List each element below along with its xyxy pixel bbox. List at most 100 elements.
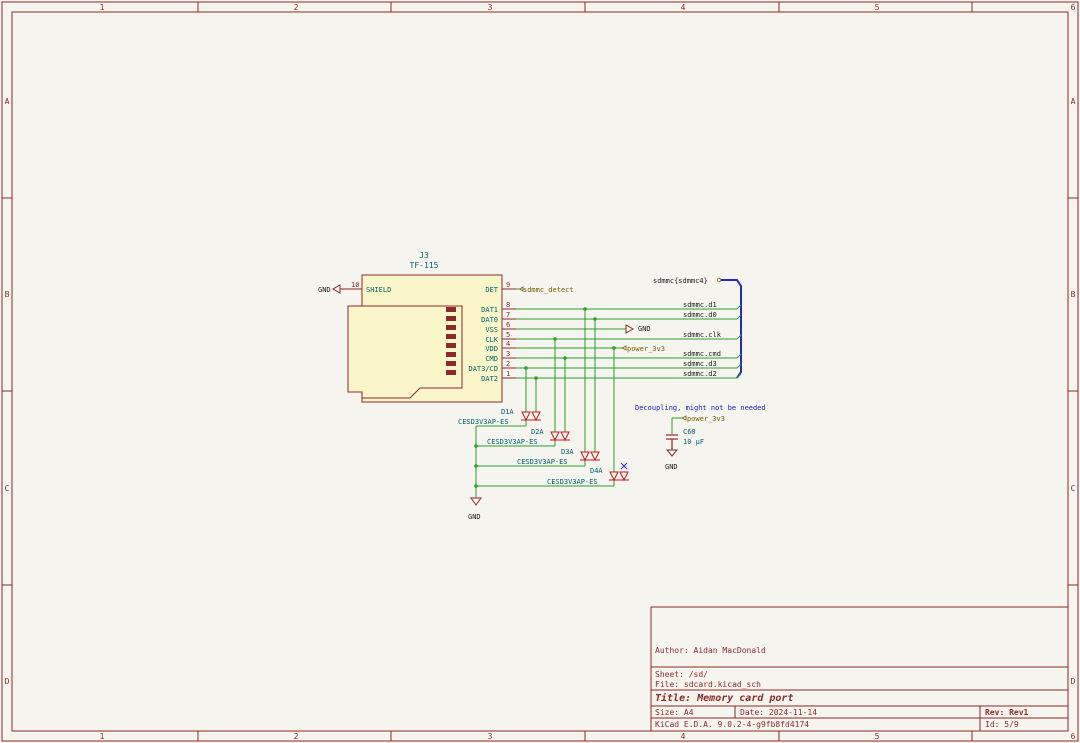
bus-entry-label: sdmmc.d0 [683,311,717,319]
pin-number: 5 [506,331,510,339]
pin-number: 3 [506,350,510,358]
col-marker-bottom: 2 [294,732,299,741]
power-3v3-label: power_3v3 [627,345,665,353]
decoupling-comment: Decoupling, might not be needed [635,404,766,412]
pin-name: CMD [485,355,498,363]
label-sdmmc-detect[interactable]: sdmmc_detect [516,286,574,294]
pin-number: 8 [506,301,510,309]
pin-name: CLK [485,336,498,344]
power-3v3-label: power_3v3 [687,415,725,423]
pin-name: DAT3/CD [468,365,498,373]
bus-entry-label: sdmmc.d2 [683,370,717,378]
wires [475,308,737,498]
row-marker-left: B [5,290,10,299]
esd-diode-d2a[interactable]: D2A CESD3V3AP-ES [487,428,570,446]
col-marker-bottom: 1 [100,732,105,741]
pin-name: DET [485,286,498,294]
connector-value: TF-115 [410,261,439,270]
row-marker-right: B [1071,290,1076,299]
diode-value: CESD3V3AP-ES [547,478,598,486]
row-marker-left: D [5,677,10,686]
size-field: Size: A4 [655,708,694,717]
bus-entry-label: sdmmc.d1 [683,301,717,309]
gnd-arrow-icon [470,497,482,506]
esd-diode-d1a[interactable]: D1A CESD3V3AP-ES [458,408,541,426]
pin-name: SHIELD [366,286,391,294]
pin-name: VDD [485,345,498,353]
gnd-label: GND [665,463,678,471]
title-field: Title: Memory card port [655,692,793,704]
col-marker-top: 1 [100,3,105,12]
id-field: Id: 5/9 [985,720,1019,729]
col-marker-bottom: 6 [1071,732,1076,741]
pin-number: 9 [506,281,510,289]
pin-number: 4 [506,340,510,348]
gnd-power-symbol-vss[interactable]: GND [625,324,651,334]
sd-card-contacts-icon [446,307,456,375]
label-power-3v3-vdd[interactable]: power_3v3 [621,345,665,353]
col-marker-top: 3 [488,3,493,12]
col-marker-top: 5 [875,3,880,12]
decoupling-section[interactable]: Decoupling, might not be needed power_3v… [635,404,766,471]
sd-card-outline-icon [347,305,463,399]
gnd-arrow-icon [625,324,635,334]
pin-names: DET SHIELD DAT1 DAT0 VSS CLK VDD CMD DAT… [366,286,499,383]
connector-ref: J3 [419,251,429,260]
pin-name: DAT0 [481,316,498,324]
pin-number: 6 [506,321,510,329]
no-connect-icon [620,462,628,470]
diode-value: CESD3V3AP-ES [517,458,568,466]
connector-pins [348,288,516,379]
bus-entry-label: sdmmc.d3 [683,360,717,368]
sdmmc-detect-label: sdmmc_detect [523,286,574,294]
pin-number: 2 [506,360,510,368]
esd-diode-d4a[interactable]: D4A CESD3V3AP-ES [547,462,629,486]
file-field: File: sdcard.kicad_sch [655,680,761,689]
wire-junctions [474,307,616,488]
connector-j3[interactable]: J3 TF-115 9 10 [347,251,516,403]
gnd-label: GND [638,325,651,333]
col-marker-bottom: 5 [875,732,880,741]
row-marker-left: C [5,484,10,493]
row-marker-right: A [1071,97,1076,106]
diode-value: CESD3V3AP-ES [458,418,509,426]
sheet-field: Sheet: /sd/ [655,670,708,679]
bus-label: sdmmc{sdmmc4} [653,277,708,285]
rev-field: Rev: Rev1 [985,708,1029,717]
col-marker-bottom: 4 [681,732,686,741]
pin-numbers: 9 10 8 7 6 5 4 3 2 1 [351,281,510,378]
author-field: Author: Aidan MacDonald [655,646,766,655]
capacitor-icon [666,434,678,450]
sdmmc-bus[interactable]: sdmmc{sdmmc4} sdmmc.d1 sdmmc.d0 sdmmc.cl… [653,277,742,379]
row-marker-left: A [5,97,10,106]
pin-number: 7 [506,311,510,319]
gnd-label: GND [318,286,331,294]
diode-value: CESD3V3AP-ES [487,438,538,446]
pin-number: 10 [351,281,359,289]
gnd-power-symbol-left[interactable]: GND [318,284,348,294]
title-block: Author: Aidan MacDonald Sheet: /sd/ File… [650,606,1069,732]
row-marker-right: C [1071,484,1076,493]
diode-ref: D4A [590,467,603,475]
gnd-arrow-icon [331,284,348,294]
pin-name: VSS [485,326,498,334]
col-marker-top: 6 [1071,3,1076,12]
col-marker-top: 2 [294,3,299,12]
pin-name: DAT2 [481,375,498,383]
row-marker-right: D [1071,677,1076,686]
gnd-power-symbol-diodes[interactable]: GND [468,497,482,521]
diode-ref: D1A [501,408,514,416]
date-field: Date: 2024-11-14 [740,708,817,717]
tool-field: KiCad E.D.A. 9.0.2-4-g9fb8fd4174 [655,720,809,729]
capacitor-ref: C60 [683,428,696,436]
pin-number: 1 [506,370,510,378]
diode-ref: D2A [531,428,544,436]
col-marker-bottom: 3 [488,732,493,741]
esd-diode-d3a[interactable]: D3A CESD3V3AP-ES [517,448,600,466]
col-marker-top: 4 [681,3,686,12]
bus-entry-label: sdmmc.clk [683,331,722,339]
gnd-arrow-icon [665,449,679,457]
pin-name: DAT1 [481,306,498,314]
